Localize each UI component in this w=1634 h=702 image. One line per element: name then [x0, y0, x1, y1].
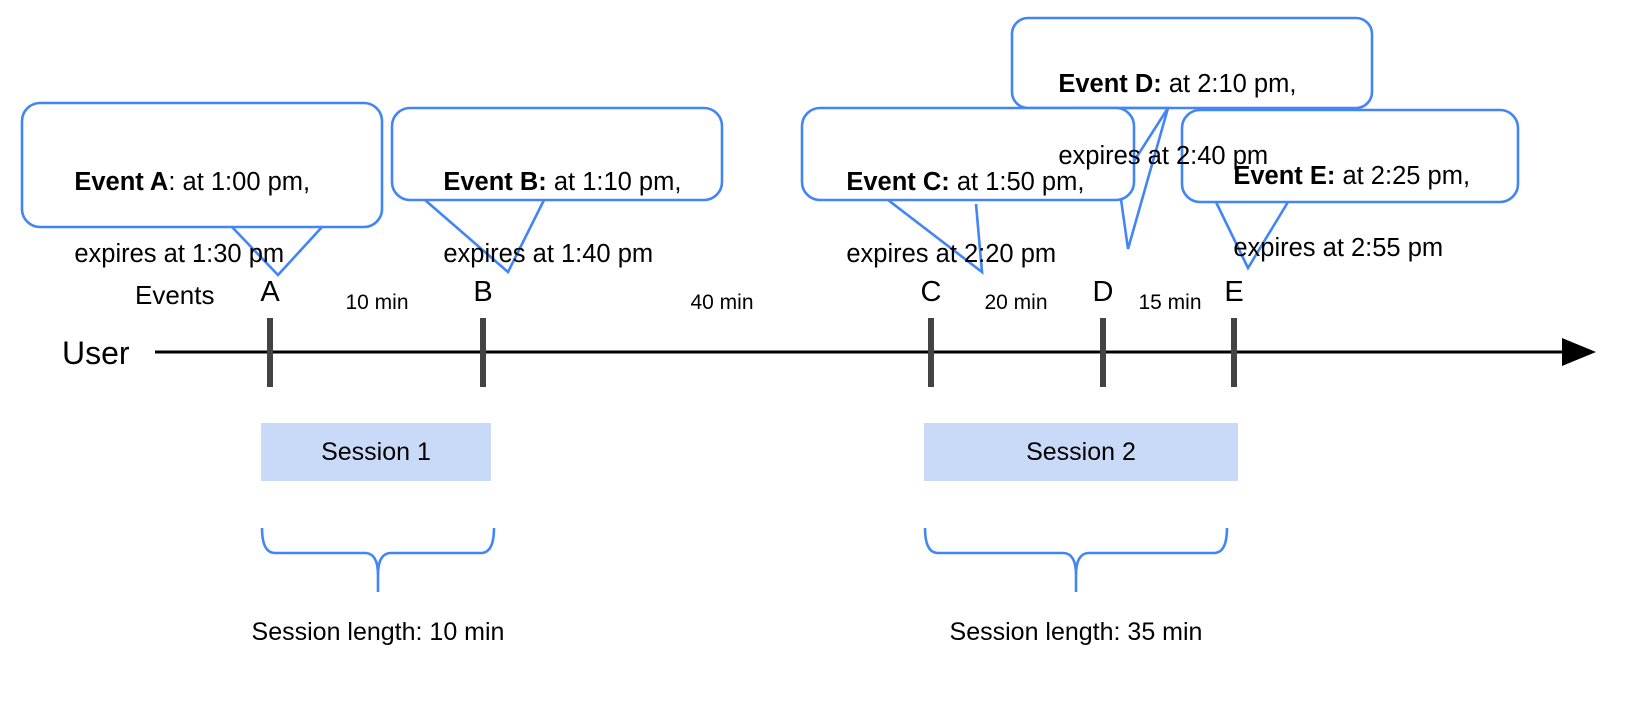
callout-rest-E: at 2:25 pm,	[1335, 162, 1471, 190]
event-ticks	[267, 318, 1237, 387]
event-marker-E: E	[1224, 276, 1244, 308]
callout-line2-A: expires at 1:30 pm	[74, 240, 285, 268]
timeline-axis	[155, 338, 1596, 366]
callout-line2-C: expires at 2:20 pm	[846, 240, 1057, 268]
interval-label-D-E: 15 min	[1138, 291, 1202, 314]
axis-row-label-user: User	[62, 335, 130, 371]
interval-label-A-B: 10 min	[345, 291, 409, 314]
callout-bold-A: Event A	[74, 168, 169, 196]
callout-text-B: Event B: at 1:10 pm, expires at 1:40 pm	[415, 128, 681, 308]
session-length-label-1: Session length: 10 min	[251, 618, 505, 646]
callout-bold-C: Event C:	[846, 168, 950, 196]
interval-label-B-C: 40 min	[690, 291, 754, 314]
event-marker-C: C	[920, 276, 942, 308]
callout-bold-D: Event D:	[1058, 70, 1162, 98]
session-box-1[interactable]: Session 1	[261, 423, 491, 481]
callout-rest-B: at 1:10 pm,	[546, 168, 682, 196]
session-box-1-label: Session 1	[321, 437, 431, 466]
brace-session-1	[260, 527, 496, 592]
callout-text-E: Event E: at 2:25 pm, expires at 2:55 pm	[1205, 122, 1470, 302]
axis-arrowhead	[1562, 338, 1596, 366]
callout-line2-B: expires at 1:40 pm	[443, 240, 654, 268]
brace-session-2	[923, 527, 1229, 592]
callout-bold-B: Event B:	[443, 168, 547, 196]
callout-bold-E: Event E:	[1233, 162, 1336, 190]
events-row-label: Events	[135, 280, 215, 310]
session-length-label-2: Session length: 35 min	[949, 618, 1203, 646]
callout-rest-A: at 1:00 pm,	[175, 168, 311, 196]
session-box-2-label: Session 2	[1026, 437, 1136, 466]
callout-text-A: Event A: at 1:00 pm, expires at 1:30 pm	[46, 128, 310, 308]
callout-rest-D: at 2:10 pm,	[1161, 70, 1297, 98]
session-box-2[interactable]: Session 2	[924, 423, 1238, 481]
interval-label-C-D: 20 min	[984, 291, 1048, 314]
callout-line2-E: expires at 2:55 pm	[1233, 234, 1444, 262]
event-marker-D: D	[1092, 276, 1114, 308]
event-marker-A: A	[260, 276, 280, 308]
event-marker-B: B	[473, 276, 493, 308]
